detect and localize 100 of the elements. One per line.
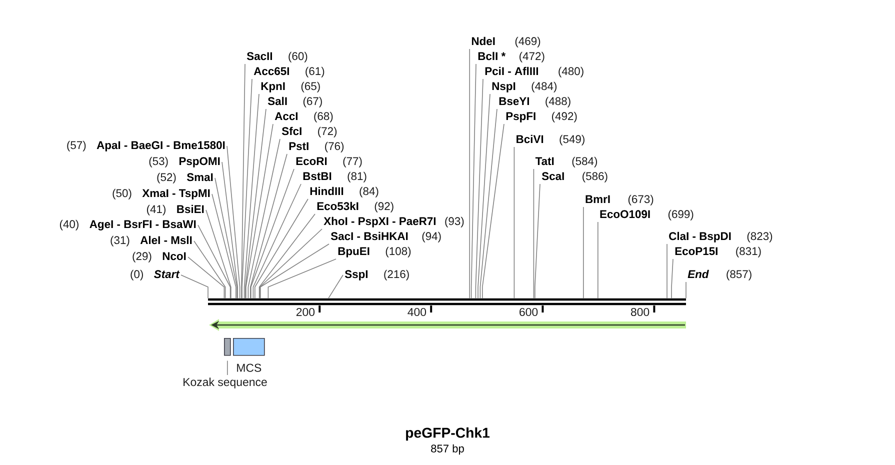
site-position: (76) [325, 142, 344, 152]
leader-line [533, 168, 534, 299]
leader-line [252, 184, 302, 299]
enzyme-label: XhoI - PspXI - PaeR7I [324, 216, 436, 228]
leader-line [470, 64, 476, 299]
leader-line [180, 274, 208, 299]
leader-line [214, 178, 238, 299]
site-position: (65) [301, 82, 320, 92]
enzyme-label: AccI [274, 112, 298, 120]
leader-line [258, 214, 316, 299]
tick-label: 600 [520, 308, 538, 316]
enzyme-label: Acc65I [254, 67, 289, 76]
site-position: (94) [422, 232, 441, 242]
site-position: (586) [582, 172, 608, 182]
leader-line [194, 240, 226, 299]
leader-line [222, 162, 238, 299]
leader-line [534, 184, 540, 299]
enzyme-label: TatI [535, 157, 554, 166]
site-position: (584) [572, 156, 598, 168]
enzyme-label: SspI [344, 270, 368, 280]
leader-line [666, 244, 668, 299]
leader-line [475, 78, 484, 299]
site-position: (549) [560, 134, 584, 146]
enzyme-label: Start [154, 270, 180, 278]
site-position: (53) [149, 156, 168, 168]
enzyme-label: ApaI - BaeGI - Bme1580I [96, 141, 225, 152]
enzyme-label: PstI [289, 142, 308, 150]
leader-line [514, 146, 515, 299]
site-position: (72) [318, 126, 337, 138]
leader-line [227, 360, 228, 376]
site-position: (40) [60, 220, 78, 230]
enzyme-label: NdeI [472, 36, 495, 46]
tick-label: 800 [630, 308, 650, 316]
site-position: (108) [386, 246, 411, 258]
site-position: (480) [558, 66, 584, 78]
leader-line [469, 48, 470, 299]
enzyme-label: NcoI [162, 252, 186, 260]
leader-line [250, 154, 288, 299]
site-position: (492) [552, 112, 577, 122]
site-position: (52) [157, 172, 176, 184]
feature-label: MCS [237, 364, 262, 372]
leader-line [245, 108, 266, 299]
sequence-length: 857 bp [431, 444, 464, 455]
leader-line [583, 206, 584, 299]
site-position: (673) [628, 194, 654, 206]
enzyme-label: EcoP15I [675, 247, 718, 256]
enzyme-label: BsiEI [177, 204, 204, 214]
site-position: (84) [360, 186, 378, 198]
leader-line [244, 94, 260, 299]
enzyme-label: BseYI [499, 97, 529, 106]
leader-line [248, 138, 280, 299]
leader-line [212, 194, 236, 299]
enzyme-label: ClaI - BspDI [669, 232, 731, 242]
enzyme-label: PciI - AflIII [485, 66, 538, 76]
tick-label: 400 [408, 308, 426, 316]
site-position: (831) [736, 246, 761, 258]
site-position: (57) [67, 140, 86, 152]
site-position: (29) [132, 252, 152, 262]
enzyme-label: EcoRI [296, 157, 327, 166]
site-position: (472) [520, 52, 544, 62]
enzyme-label: BclI * [478, 52, 506, 60]
enzyme-label: SfcI [282, 126, 302, 136]
site-position: (81) [348, 172, 366, 182]
map-title: peGFP-Chk1 [406, 427, 490, 441]
site-position: (92) [374, 202, 394, 212]
enzyme-label: EcoO109I [600, 210, 650, 218]
site-position: (68) [314, 112, 333, 122]
enzyme-label: KpnI [261, 82, 285, 92]
leader-line [482, 124, 504, 299]
leader-line [241, 64, 246, 299]
site-position: (60) [288, 52, 308, 62]
site-position: (484) [532, 82, 557, 92]
leader-line [226, 146, 240, 299]
enzyme-label: ScaI [542, 172, 564, 180]
site-position: (857) [726, 270, 752, 280]
leader-line [268, 258, 336, 299]
enzyme-label: BpuEI [338, 247, 370, 258]
enzyme-label: Eco53kI [317, 202, 358, 210]
tick-label: 200 [296, 308, 315, 316]
site-position: (77) [343, 156, 362, 168]
enzyme-label: End [688, 270, 709, 278]
site-position: (61) [306, 66, 324, 78]
enzyme-label: XmaI - TspMI [142, 189, 210, 200]
enzyme-label: SmaI [186, 173, 213, 182]
feature-label: Kozak sequence [184, 378, 267, 388]
enzyme-label: BciVI [516, 134, 544, 144]
site-position: (699) [668, 210, 694, 220]
site-position: (93) [445, 216, 464, 228]
leader-line [260, 228, 322, 299]
site-position: (67) [303, 96, 322, 108]
leader-line [250, 168, 294, 299]
site-position: (41) [146, 204, 166, 216]
leader-line [328, 274, 344, 299]
enzyme-label: AleI - MslI [140, 236, 192, 244]
leader-line [480, 108, 498, 299]
enzyme-label: SalI [268, 96, 287, 106]
leader-line [254, 198, 308, 299]
leader-line [206, 210, 232, 299]
leader-line [260, 244, 330, 299]
enzyme-label: AgeI - BsrFI - BsaWI [90, 220, 196, 230]
